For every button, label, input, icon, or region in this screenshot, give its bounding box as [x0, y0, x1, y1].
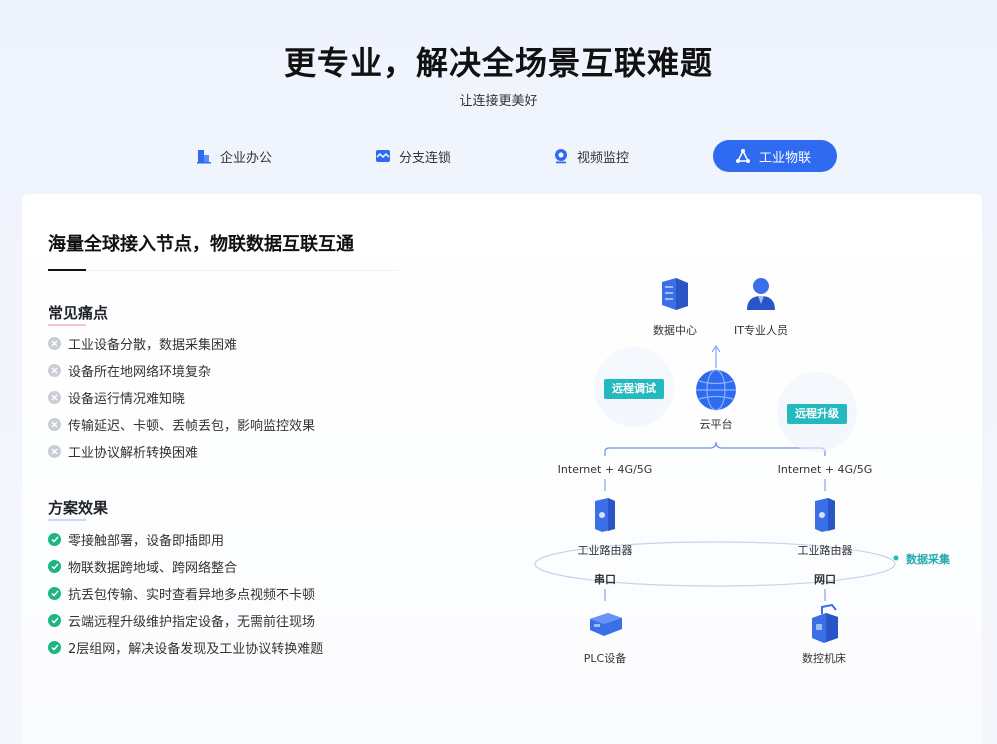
plc-device-label: PLC设备	[583, 652, 627, 665]
close-circle-icon	[48, 364, 61, 377]
network-nodes-icon	[736, 149, 750, 163]
check-circle-icon	[48, 587, 61, 600]
close-circle-icon	[48, 445, 61, 458]
remote-upgrade-tag: 远程升级	[787, 404, 847, 424]
list-item: 零接触部署，设备即插即用	[48, 526, 323, 553]
title-divider	[48, 269, 398, 271]
panel-title: 海量全球接入节点，物联数据互联互通	[48, 234, 354, 255]
pain-points-list: 工业设备分散，数据采集困难 设备所在地网络环境复杂 设备运行情况难知晓 传输延迟…	[48, 330, 315, 465]
check-circle-icon	[48, 533, 61, 546]
close-circle-icon	[48, 391, 61, 404]
tab-enterprise-office[interactable]: 企业办公	[196, 140, 272, 172]
router-icon	[595, 498, 615, 532]
camera-icon	[555, 149, 567, 164]
scenario-tabs: 企业办公 分支连锁 视频监控 工业物联	[0, 140, 997, 172]
building-icon	[197, 150, 211, 164]
list-item: 工业设备分散，数据采集困难	[48, 330, 315, 357]
it-staff-label: IT专业人员	[734, 324, 788, 337]
solution-title: 方案效果	[48, 497, 108, 521]
link-label-right: Internet + 4G/5G	[777, 463, 873, 476]
data-center-label: 数据中心	[653, 324, 697, 337]
check-circle-icon	[48, 641, 61, 654]
tab-label: 工业物联	[759, 150, 812, 166]
close-circle-icon	[48, 337, 61, 350]
tab-label: 分支连锁	[399, 150, 452, 166]
network-diagram: 数据中心 IT专业人员 云平台 远程调试 远程升级 Internet + 4G/…	[22, 194, 982, 744]
list-item: 设备运行情况难知晓	[48, 384, 315, 411]
ethernet-port-label: 网口	[814, 573, 836, 586]
plc-device-icon	[590, 613, 622, 636]
list-item: 抗丢包传输、实时查看异地多点视频不卡顿	[48, 580, 323, 607]
pain-points-title: 常见痛点	[48, 302, 108, 326]
router-label-right: 工业路由器	[797, 544, 853, 557]
person-icon	[747, 278, 775, 310]
globe-icon	[696, 369, 736, 411]
cnc-machine-icon	[812, 604, 838, 643]
router-label-left: 工业路由器	[577, 544, 633, 557]
list-item: 传输延迟、卡顿、丢帧丢包，影响监控效果	[48, 411, 315, 438]
server-icon	[662, 278, 688, 310]
list-item: 物联数据跨地域、跨网络整合	[48, 553, 323, 580]
close-circle-icon	[48, 418, 61, 431]
serial-port-label: 串口	[594, 573, 616, 586]
router-icon	[815, 498, 835, 532]
check-circle-icon	[48, 560, 61, 573]
tab-branch-chain[interactable]: 分支连锁	[375, 140, 451, 172]
list-item: 工业协议解析转换困难	[48, 438, 315, 465]
link-label-left: Internet + 4G/5G	[557, 463, 653, 476]
hero-title: 更专业，解决全场景互联难题	[283, 44, 713, 82]
list-item: 云端远程升级维护指定设备，无需前往现场	[48, 607, 323, 634]
check-circle-icon	[48, 614, 61, 627]
content-panel: 海量全球接入节点，物联数据互联互通 常见痛点 工业设备分散，数据采集困难 设备所…	[22, 194, 982, 744]
tab-label: 企业办公	[220, 150, 273, 166]
tab-label: 视频监控	[577, 150, 630, 166]
cnc-machine-label: 数控机床	[802, 652, 846, 665]
data-collect-label: 数据采集	[906, 553, 950, 566]
tab-industrial-iot[interactable]: 工业物联	[713, 140, 838, 172]
list-item: 2层组网，解决设备发现及工业协议转换难题	[48, 634, 323, 661]
solution-list: 零接触部署，设备即插即用 物联数据跨地域、跨网络整合 抗丢包传输、实时查看异地多…	[48, 526, 323, 661]
hero-subtitle: 让连接更美好	[459, 94, 538, 109]
cloud-platform-label: 云平台	[699, 418, 733, 431]
remote-debug-tag: 远程调试	[604, 379, 664, 399]
tab-video-monitoring[interactable]: 视频监控	[553, 140, 629, 172]
store-icon	[376, 150, 390, 162]
list-item: 设备所在地网络环境复杂	[48, 357, 315, 384]
